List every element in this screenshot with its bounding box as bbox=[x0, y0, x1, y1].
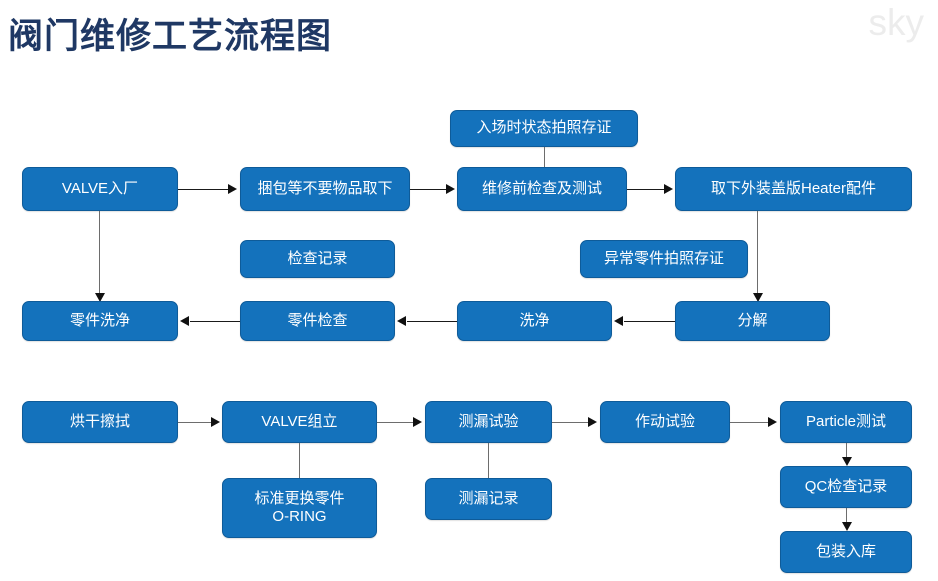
arrowhead-remove-heater-to-disassemble bbox=[753, 293, 763, 302]
arrowhead-pre-repair-check-to-remove-heater bbox=[664, 184, 673, 194]
connector-leak-test-to-leak-record bbox=[488, 443, 489, 478]
node-leak-record[interactable]: 测漏记录 bbox=[425, 478, 552, 520]
arrowhead-actuation-test-to-particle-test bbox=[768, 417, 777, 427]
node-valve-assembly[interactable]: VALVE组立 bbox=[222, 401, 377, 443]
connector-actuation-test-to-particle-test bbox=[730, 422, 770, 423]
connector-disassemble-to-clean bbox=[624, 321, 675, 322]
connector-clean-to-parts-check bbox=[407, 321, 457, 322]
arrowhead-disassemble-to-clean bbox=[614, 316, 623, 326]
connector-particle-test-to-qc-record bbox=[846, 443, 847, 460]
node-packaging-storage[interactable]: 包装入库 bbox=[780, 531, 912, 573]
connector-valve-assembly-to-leak-test bbox=[377, 422, 415, 423]
arrowhead-valve-in-to-unpack bbox=[228, 184, 237, 194]
node-clean[interactable]: 洗净 bbox=[457, 301, 612, 341]
node-qc-record[interactable]: QC检查记录 bbox=[780, 466, 912, 508]
node-pre-repair-check[interactable]: 维修前检查及测试 bbox=[457, 167, 627, 211]
connector-valve-in-to-parts-clean bbox=[99, 211, 100, 296]
node-abnormal-photo[interactable]: 异常零件拍照存证 bbox=[580, 240, 748, 278]
connector-parts-check-to-parts-clean bbox=[190, 321, 240, 322]
node-disassemble[interactable]: 分解 bbox=[675, 301, 830, 341]
node-particle-test[interactable]: Particle测试 bbox=[780, 401, 912, 443]
page-title: 阀门维修工艺流程图 bbox=[8, 17, 333, 56]
connector-unpack-to-pre-repair-check bbox=[410, 189, 448, 190]
connector-remove-heater-to-disassemble bbox=[757, 211, 758, 296]
node-parts-clean[interactable]: 零件洗净 bbox=[22, 301, 178, 341]
arrowhead-valve-assembly-to-leak-test bbox=[413, 417, 422, 427]
node-remove-heater[interactable]: 取下外装盖版Heater配件 bbox=[675, 167, 912, 211]
connector-qc-record-to-packaging-storage bbox=[846, 508, 847, 525]
node-entry-photo[interactable]: 入场时状态拍照存证 bbox=[450, 110, 638, 147]
node-dry-wipe[interactable]: 烘干擦拭 bbox=[22, 401, 178, 443]
connector-pre-repair-check-to-remove-heater bbox=[627, 189, 667, 190]
connector-valve-in-to-unpack bbox=[178, 189, 230, 190]
node-unpack[interactable]: 捆包等不要物品取下 bbox=[240, 167, 410, 211]
arrowhead-particle-test-to-qc-record bbox=[842, 457, 852, 466]
node-inspection-record[interactable]: 检查记录 bbox=[240, 240, 395, 278]
connector-dry-wipe-to-valve-assembly bbox=[178, 422, 214, 423]
arrowhead-qc-record-to-packaging-storage bbox=[842, 522, 852, 531]
arrowhead-clean-to-parts-check bbox=[397, 316, 406, 326]
node-standard-parts[interactable]: 标准更换零件 O-RING bbox=[222, 478, 377, 538]
connector-entry-photo-to-pre-repair-check bbox=[544, 147, 545, 167]
arrowhead-valve-in-to-parts-clean bbox=[95, 293, 105, 302]
connector-valve-assembly-to-standard-parts bbox=[299, 443, 300, 478]
arrowhead-unpack-to-pre-repair-check bbox=[446, 184, 455, 194]
node-leak-test[interactable]: 测漏试验 bbox=[425, 401, 552, 443]
node-parts-check[interactable]: 零件检查 bbox=[240, 301, 395, 341]
arrowhead-dry-wipe-to-valve-assembly bbox=[211, 417, 220, 427]
arrowhead-parts-check-to-parts-clean bbox=[180, 316, 189, 326]
node-valve-in[interactable]: VALVE入厂 bbox=[22, 167, 178, 211]
watermark-text: sky bbox=[868, 2, 925, 43]
connector-leak-test-to-actuation-test bbox=[552, 422, 590, 423]
arrowhead-leak-test-to-actuation-test bbox=[588, 417, 597, 427]
node-actuation-test[interactable]: 作动试验 bbox=[600, 401, 730, 443]
